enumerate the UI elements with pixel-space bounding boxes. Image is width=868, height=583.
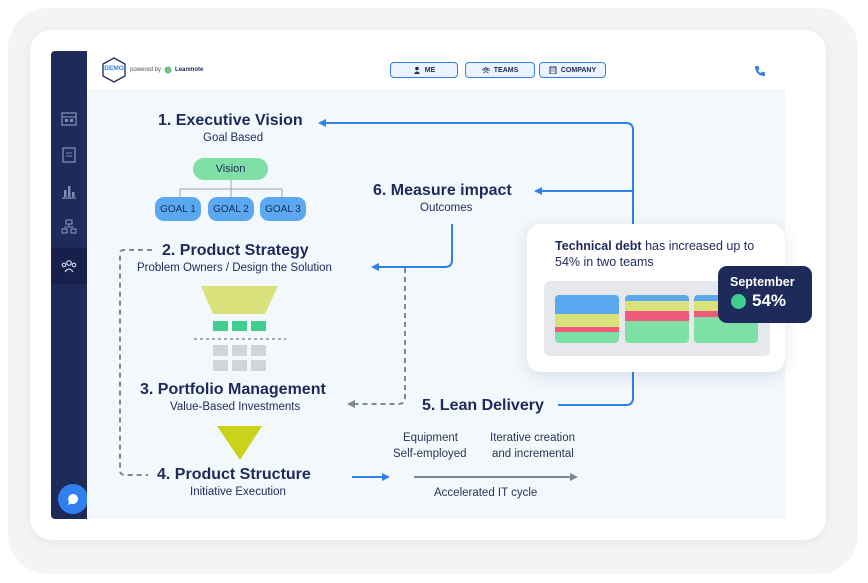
backlog-block xyxy=(213,360,228,371)
executive-vision-title: 1. Executive Vision xyxy=(158,112,303,129)
product-structure-title: 4. Product Structure xyxy=(157,466,311,483)
tech-debt-text: Technical debt has increased up to 54% i… xyxy=(555,238,755,270)
september-badge: September 54% xyxy=(718,266,812,323)
team-bar xyxy=(625,295,689,343)
product-structure-subtitle: Initiative Execution xyxy=(190,486,286,498)
goal-node: GOAL 2 xyxy=(208,197,254,221)
leanmote-logo-icon xyxy=(164,66,172,74)
tech-debt-bold: Technical debt xyxy=(555,239,642,253)
portfolio-title: 3. Portfolio Management xyxy=(140,381,326,398)
priority-block xyxy=(213,321,228,331)
badge-month: September xyxy=(730,275,795,289)
backlog-block xyxy=(251,345,266,356)
powered-by: powered by Leanmote xyxy=(130,66,203,74)
sidebar xyxy=(51,51,87,519)
priority-block xyxy=(232,321,247,331)
backlog-block xyxy=(251,360,266,371)
chat-icon xyxy=(68,494,78,505)
tab-teams-label: TEAMS xyxy=(493,66,519,74)
self-employed-label: Self-employed xyxy=(393,448,467,460)
product-strategy-subtitle: Problem Owners / Design the Solution xyxy=(137,262,332,274)
status-dot-icon xyxy=(731,294,746,309)
tab-me-label: ME xyxy=(424,66,436,74)
tech-debt-rest: has increased up to 54% in two teams xyxy=(555,239,755,269)
equipment-label: Equipment xyxy=(403,432,458,444)
tab-company[interactable]: COMPANY xyxy=(539,62,606,78)
incremental-label: and incremental xyxy=(492,448,574,460)
measure-impact-title: 6. Measure impact xyxy=(373,182,512,199)
backlog-block xyxy=(213,345,228,356)
dashboard-icon[interactable] xyxy=(60,110,78,128)
sidebar-active-highlight xyxy=(51,248,87,284)
portfolio-subtitle: Value-Based Investments xyxy=(170,401,301,413)
teams-icon xyxy=(482,67,490,74)
iterative-label: Iterative creation xyxy=(490,432,576,444)
badge-value: 54% xyxy=(752,291,787,310)
brand-name: Leanmote xyxy=(175,67,204,73)
tab-company-label: COMPANY xyxy=(560,66,597,74)
document-icon[interactable] xyxy=(60,146,78,164)
chat-button[interactable] xyxy=(58,484,88,514)
goal-node: GOAL 1 xyxy=(155,197,201,221)
vision-node: Vision xyxy=(193,158,268,180)
powered-by-label: powered by xyxy=(130,67,162,73)
accelerated-label: Accelerated IT cycle xyxy=(434,487,538,499)
company-icon xyxy=(549,66,557,74)
tab-teams[interactable]: TEAMS xyxy=(465,62,535,78)
user-icon xyxy=(413,66,420,74)
team-bar xyxy=(555,295,619,343)
goal-node: GOAL 3 xyxy=(260,197,306,221)
measure-impact-subtitle: Outcomes xyxy=(420,202,473,214)
executive-vision-subtitle: Goal Based xyxy=(203,132,264,144)
logo-text: DEMO xyxy=(104,65,124,72)
backlog-block xyxy=(232,345,247,356)
backlog-block xyxy=(232,360,247,371)
phone-icon[interactable] xyxy=(754,64,766,76)
priority-block xyxy=(251,321,266,331)
demo-logo[interactable]: DEMO xyxy=(102,57,126,83)
chart-icon[interactable] xyxy=(60,182,78,200)
org-chart-icon[interactable] xyxy=(60,218,78,236)
people-icon[interactable] xyxy=(60,257,78,275)
lean-delivery-title: 5. Lean Delivery xyxy=(422,397,544,414)
tab-me[interactable]: ME xyxy=(390,62,458,78)
product-strategy-title: 2. Product Strategy xyxy=(162,242,309,259)
